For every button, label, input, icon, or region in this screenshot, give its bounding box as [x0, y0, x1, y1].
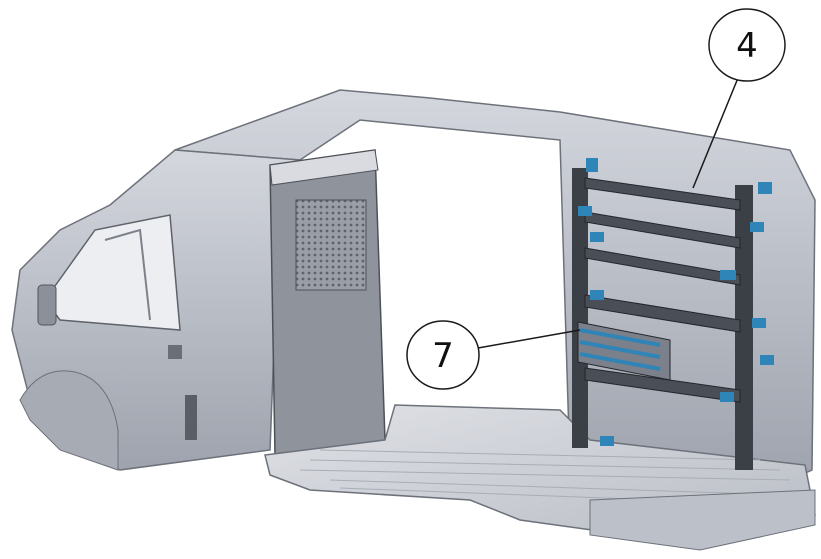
shelf-bracket: [590, 290, 604, 300]
shelf-5: [584, 367, 741, 403]
shelf-bracket: [758, 182, 772, 194]
shelf-3: [584, 247, 741, 286]
floor-ribs: [299, 449, 791, 506]
front-wheel-arch: [19, 370, 119, 471]
callout-4-leader: [692, 77, 739, 189]
callout-7-label: 7: [432, 336, 454, 376]
shelf-bracket: [760, 355, 774, 365]
shelf-2: [584, 211, 741, 249]
rear-step: [589, 489, 816, 551]
shelf-bracket: [750, 222, 764, 232]
callout-7-circle: [406, 320, 480, 390]
shelving-unit: [572, 158, 774, 470]
callout-4-label: 4: [736, 26, 758, 66]
door-handle: [168, 345, 182, 359]
shelf-bracket: [586, 158, 598, 172]
shelf-bracket: [752, 318, 766, 328]
callout-4-circle: [708, 8, 786, 82]
callout-7: 7: [406, 320, 581, 390]
callout-7-leader: [477, 329, 581, 349]
shelf-bracket: [720, 270, 736, 280]
shelf-bracket: [590, 232, 604, 242]
partition-mesh-panel: [295, 199, 367, 291]
cab-window: [44, 214, 181, 331]
side-mirror: [37, 284, 57, 326]
shelf-1: [584, 177, 741, 211]
shelf-4: [584, 294, 741, 333]
bulkhead-partition: [269, 149, 386, 456]
shelf-bracket: [720, 392, 734, 402]
shelf-bracket: [600, 436, 614, 446]
shelf-upright-left: [572, 168, 588, 448]
door-latch: [185, 395, 197, 440]
callout-4: 4: [692, 8, 786, 189]
shelf-bracket: [578, 206, 592, 216]
